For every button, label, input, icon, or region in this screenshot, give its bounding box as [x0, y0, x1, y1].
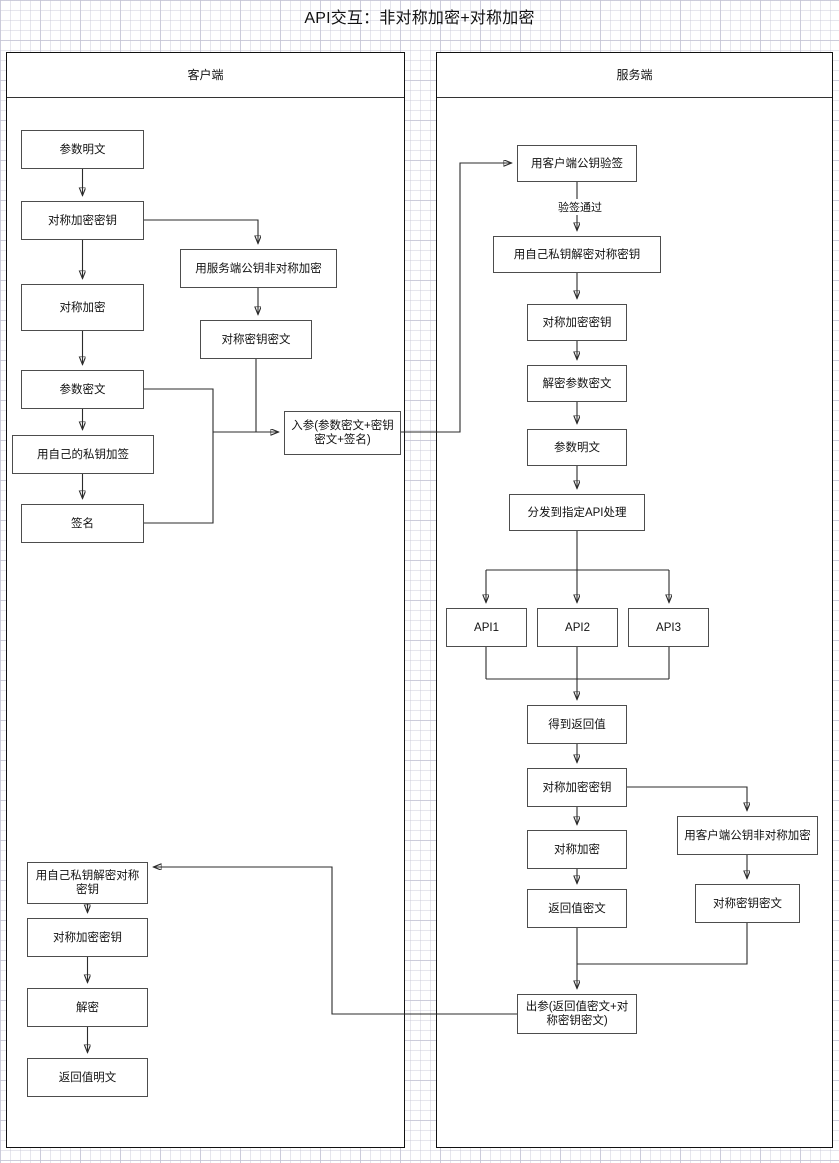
lane-server-header: 服务端 [437, 53, 832, 98]
node-client-symmetric-key[interactable]: 对称加密密钥 [21, 201, 144, 240]
node-client-sign-with-private-key[interactable]: 用自己的私钥加签 [12, 435, 154, 474]
node-server-dispatch-to-api[interactable]: 分发到指定API处理 [509, 494, 645, 531]
lane-server: 服务端 [436, 52, 833, 1148]
node-server-decrypt-param-ciphertext[interactable]: 解密参数密文 [527, 365, 627, 402]
node-server-symmetric-key[interactable]: 对称加密密钥 [527, 304, 627, 341]
node-server-symmetric-encrypt[interactable]: 对称加密 [527, 830, 627, 869]
node-client-symmetric-key-response[interactable]: 对称加密密钥 [27, 918, 148, 957]
node-response-payload[interactable]: 出参(返回值密文+对称密钥密文) [517, 994, 637, 1034]
node-server-symmetric-key-response[interactable]: 对称加密密钥 [527, 768, 627, 807]
node-client-param-plaintext[interactable]: 参数明文 [21, 130, 144, 169]
node-server-decrypt-symkey-with-private-key[interactable]: 用自己私钥解密对称密钥 [493, 236, 661, 273]
node-server-get-return-value[interactable]: 得到返回值 [527, 705, 627, 744]
lane-client-header: 客户端 [7, 53, 404, 98]
node-api1[interactable]: API1 [446, 608, 527, 647]
node-server-param-plaintext[interactable]: 参数明文 [527, 429, 627, 466]
node-client-symmetric-encrypt[interactable]: 对称加密 [21, 284, 144, 331]
node-client-decrypt[interactable]: 解密 [27, 988, 148, 1027]
node-server-asym-encrypt-with-client-pubkey[interactable]: 用客户端公钥非对称加密 [677, 816, 818, 855]
edge-label-verify-pass: 验签通过 [556, 199, 604, 215]
node-api2[interactable]: API2 [537, 608, 618, 647]
node-request-payload[interactable]: 入参(参数密文+密钥密文+签名) [284, 411, 401, 455]
node-client-signature[interactable]: 签名 [21, 504, 144, 543]
node-server-verify-with-client-pubkey[interactable]: 用客户端公钥验签 [517, 145, 637, 182]
node-server-symmetric-key-ciphertext[interactable]: 对称密钥密文 [695, 884, 800, 923]
node-client-symmetric-key-ciphertext[interactable]: 对称密钥密文 [200, 320, 312, 359]
node-client-asym-encrypt-with-server-pubkey[interactable]: 用服务端公钥非对称加密 [180, 249, 337, 288]
node-client-decrypt-symkey-with-private-key[interactable]: 用自己私钥解密对称密钥 [27, 862, 148, 904]
node-server-return-ciphertext[interactable]: 返回值密文 [527, 889, 627, 928]
page-title: API交互：非对称加密+对称加密 [304, 10, 535, 27]
node-client-return-plaintext[interactable]: 返回值明文 [27, 1058, 148, 1097]
node-client-param-ciphertext[interactable]: 参数密文 [21, 370, 144, 409]
node-api3[interactable]: API3 [628, 608, 709, 647]
